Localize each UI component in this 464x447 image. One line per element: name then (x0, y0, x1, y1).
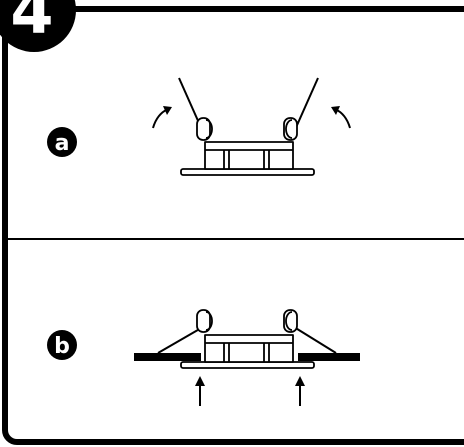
step-number-badge: 4 (0, 0, 76, 52)
housing-body (204, 141, 294, 170)
rotate-arrow-left-icon (152, 106, 172, 129)
panel-b-badge: b (47, 330, 77, 360)
housing-body (204, 334, 294, 363)
panel-a-badge: a (47, 127, 77, 157)
panel-a-label: a (55, 131, 70, 156)
left-spring-knob (196, 117, 211, 141)
ceiling-board-left (134, 353, 201, 361)
panel-a: a (47, 77, 351, 176)
step-number: 4 (10, 0, 53, 48)
push-up-arrow-right-icon (295, 376, 305, 406)
push-up-arrow-left-icon (195, 376, 205, 406)
left-spring-knob (196, 309, 211, 333)
right-spring-arm (293, 77, 319, 133)
right-spring-arm (293, 326, 337, 354)
downlight-fixture-a (178, 77, 319, 176)
rotate-arrow-right-icon (331, 106, 351, 129)
panel-b: b (47, 309, 360, 406)
left-spring-arm (157, 326, 204, 354)
downlight-fixture-b (157, 309, 337, 369)
ceiling-board-right (298, 353, 360, 361)
diagram-frame (2, 6, 464, 445)
panel-b-label: b (54, 334, 70, 359)
